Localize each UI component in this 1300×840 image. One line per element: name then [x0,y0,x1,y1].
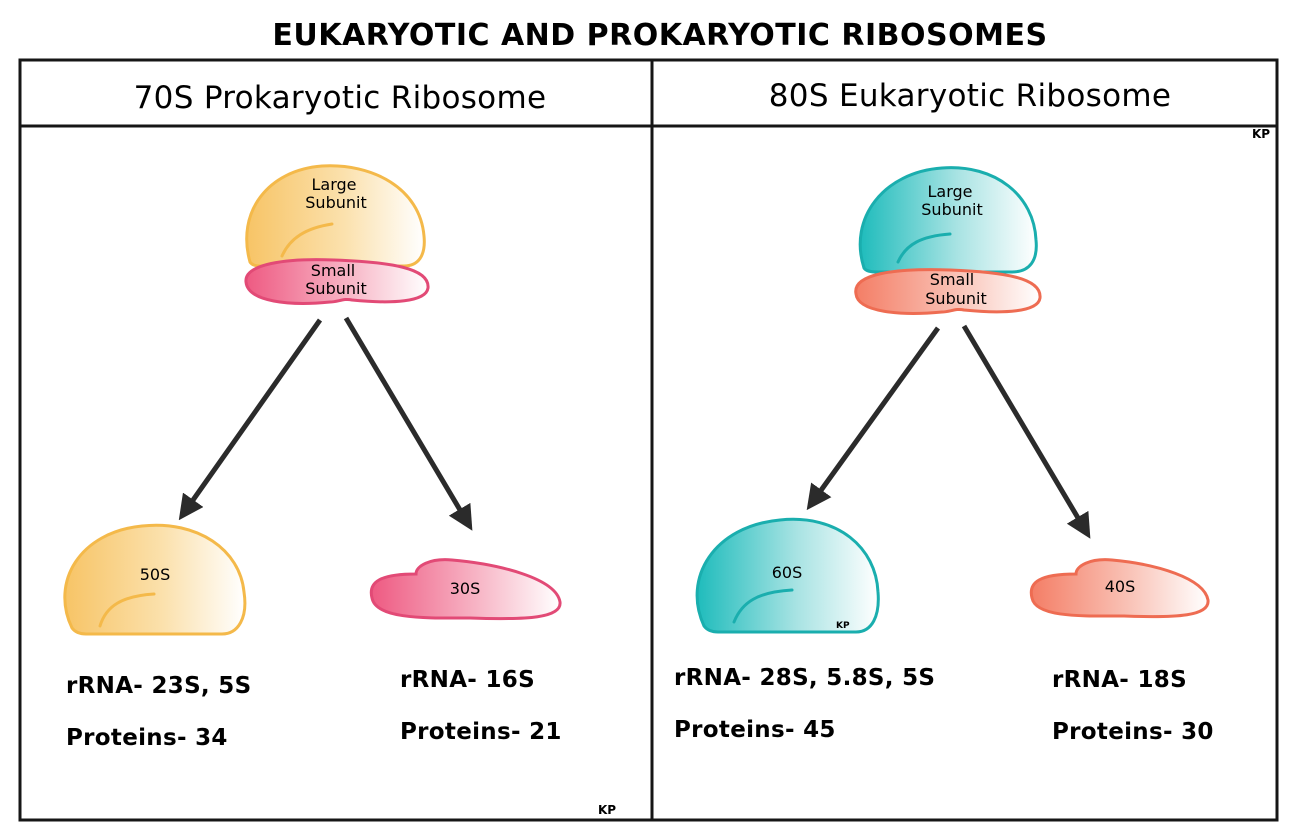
eukaryotic-small-subunit-label: 40S [1105,577,1136,596]
prokaryotic-whole-ribosome: Large Subunit Small Subunit [244,164,430,305]
outer-border [18,58,1279,822]
eukaryotic-small-subunit: 40S [1029,558,1210,619]
signature-prokaryotic: KP [598,803,616,817]
prokaryotic-arrow-to-small [343,316,473,531]
eukaryotic-whole-ribosome: Large Subunit Small Subunit [854,166,1042,315]
eukaryotic-large-subunit: 60S KP [695,517,880,634]
eukaryotic-whole-small-label-line1: Small [930,270,974,289]
eukaryotic-large-subunit-shape [695,517,880,634]
prokaryotic-arrow-to-large [178,318,323,521]
prokaryotic-whole-large-groove [280,222,334,258]
eukaryotic-whole-small-subunit [854,268,1042,315]
eukaryotic-small-subunit-shape [1029,558,1210,619]
prokaryotic-large-subunit-shape [63,523,247,636]
eukaryotic-arrow-to-small [961,324,1091,539]
eukaryotic-arrow-to-large [806,326,941,511]
prokaryotic-large-proteins: Proteins- 34 [66,725,228,751]
eukaryotic-small-rrna: rRNA- 18S [1052,667,1187,693]
prokaryotic-large-subunit: 50S [63,523,247,636]
eukaryotic-small-proteins: Proteins- 30 [1052,719,1214,745]
signature-eukaryotic-blob: KP [836,621,850,631]
prokaryotic-whole-small-subunit [244,258,430,305]
eukaryotic-large-proteins: Proteins- 45 [674,717,836,743]
prokaryotic-whole-large-label-line1: Large [311,175,356,194]
eukaryotic-panel: Large Subunit Small Subunit 60S KP 40S r… [674,127,1270,745]
prokaryotic-large-rrna: rRNA- 23S, 5S [66,673,251,699]
eukaryotic-whole-small-label-line2: Subunit [925,289,986,308]
prokaryotic-small-rrna: rRNA- 16S [400,667,535,693]
prokaryotic-small-subunit: 30S [369,558,562,621]
eukaryotic-large-subunit-groove [732,588,794,624]
eukaryotic-large-rrna: rRNA- 28S, 5.8S, 5S [674,665,935,691]
prokaryotic-small-subunit-shape [369,558,562,621]
prokaryotic-small-subunit-label: 30S [450,579,481,598]
prokaryotic-large-subunit-label: 50S [140,565,171,584]
prokaryotic-whole-small-label-line2: Subunit [305,279,366,298]
eukaryotic-large-subunit-label: 60S [772,563,803,582]
eukaryotic-whole-large-groove [896,232,952,264]
prokaryotic-panel: Large Subunit Small Subunit 50S 30S rRNA… [63,164,616,817]
table-frame [18,58,1279,822]
prokaryotic-small-proteins: Proteins- 21 [400,719,562,745]
eukaryotic-whole-large-subunit [858,166,1038,274]
prokaryotic-whole-small-label-line1: Small [311,261,355,280]
prokaryotic-heading: 70S Prokaryotic Ribosome [134,80,547,116]
eukaryotic-whole-large-label-line2: Subunit [921,200,982,219]
page-title: EUKARYOTIC AND PROKARYOTIC RIBOSOMES [272,18,1047,53]
prokaryotic-whole-large-label-line2: Subunit [305,193,366,212]
eukaryotic-heading: 80S Eukaryotic Ribosome [769,78,1171,114]
eukaryotic-whole-large-label-line1: Large [927,182,972,201]
prokaryotic-large-subunit-groove [98,592,156,628]
signature-eukaryotic: KP [1252,127,1270,141]
